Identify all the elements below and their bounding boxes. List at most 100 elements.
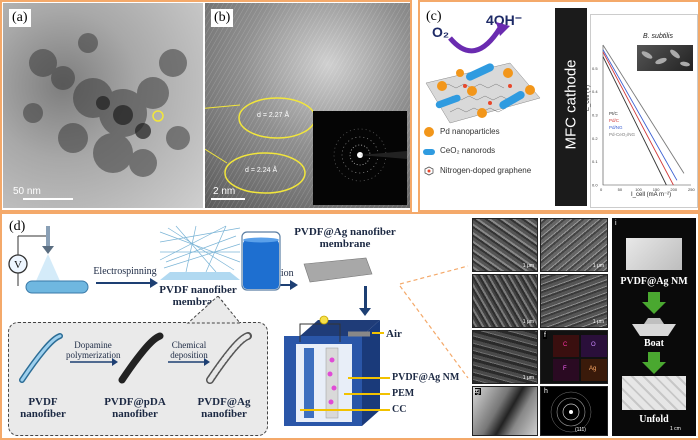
y-tick-5: 0.5: [592, 66, 598, 71]
arrow-1-head: [150, 278, 158, 288]
arrow-down-head: [359, 308, 371, 316]
scale-b: 2 nm: [213, 186, 236, 197]
fold-panel: i PVDF@Ag NM Boat Unfold 1 cm: [612, 218, 696, 436]
unfold-label: Unfold: [639, 414, 669, 425]
panel-b-label: (b): [211, 9, 234, 27]
cell-nm-label: PVDF@Ag NM: [392, 372, 460, 383]
cell-pem-label: PEM: [392, 388, 415, 399]
sem-image-3: 1 μm: [472, 274, 538, 328]
ring-label: (111): [575, 427, 586, 433]
series-legend-2: Pd/NG: [609, 125, 623, 130]
chart-area: Pt/C Pd/C Pd/NG Pd-CeO₂/NG 0 50 100 150 200 250 0.…: [585, 14, 698, 208]
boat-label: Boat: [644, 338, 664, 349]
saed-rings: [550, 391, 592, 433]
panel-d-frame: [0, 212, 700, 440]
sem-label-i: i: [615, 220, 617, 227]
diffraction-rings: [333, 128, 407, 182]
hrtem-image-b: (b) d = 2.27 Å d = 2.24 Å 2 nm: [205, 3, 410, 208]
sem-label-e: e: [474, 388, 478, 395]
x-tick-4: 200: [670, 187, 677, 192]
series-line-2: [602, 49, 678, 181]
panel-c-frame: [418, 0, 700, 212]
fuel-cell-schematic: [284, 315, 380, 426]
orange-dashed-pointers: [399, 265, 469, 379]
series-legend-0: Pt/C: [609, 111, 619, 116]
pvdf-membrane-icon: [159, 225, 241, 280]
fiber-ag-caption: PVDF@Ag nanofiber: [197, 396, 251, 420]
sem-label-f: f: [543, 332, 547, 339]
catalyst-schematic: [425, 22, 541, 124]
legend-ceo2: CeO₂ nanorods: [440, 146, 496, 155]
series-line-0: [602, 56, 667, 186]
series-line-1: [602, 51, 674, 186]
tem-particles-a: [23, 33, 190, 200]
fiber-pvdf-caption: PVDF nanofiber: [20, 396, 66, 420]
bacteria-cells: [641, 49, 690, 67]
sem-scale-4: 1 μm: [592, 319, 604, 325]
fold-title: PVDF@Ag NM: [620, 276, 688, 287]
cell-cc-label: CC: [392, 404, 407, 415]
tem-image-a: (a) 50 nm: [3, 3, 203, 208]
panel-d-label: (d): [6, 218, 29, 236]
sem-scale-2: 1 μm: [592, 263, 604, 269]
y-tick-1: 0.1: [592, 159, 598, 164]
air-arrow: [372, 332, 384, 334]
sem-image-2: 1 μm: [540, 218, 608, 272]
air-label: Air: [386, 328, 402, 340]
svg-text:V: V: [14, 259, 22, 271]
x-tick-2: 100: [635, 187, 642, 192]
fiber-transformations: [19, 332, 252, 384]
d-spacing-2: d = 2.24 Å: [245, 167, 278, 174]
y-tick-0: 0.0: [592, 183, 598, 188]
series-line-3: [602, 44, 685, 174]
bacteria-inset: [637, 45, 693, 71]
bacteria-label: B. subtilis: [643, 33, 673, 40]
cathode-label: MFC cathode: [562, 59, 580, 150]
eds-c-label: C: [563, 342, 568, 348]
legend-ng: Nitrogen-doped graphene: [440, 166, 532, 175]
beaker-icon: [241, 231, 281, 291]
eds-f: F: [553, 359, 579, 381]
tem-fiber: g: [472, 386, 538, 436]
oh-label: 4OH⁻: [486, 12, 523, 28]
o2-label: O₂: [432, 24, 450, 40]
panel-c-label: (c): [423, 8, 445, 26]
scale-a: 50 nm: [13, 186, 41, 197]
y-tick-3: 0.3: [592, 113, 598, 118]
saed-fiber: h (111): [540, 386, 608, 436]
sem-scale-3: 1 μm: [522, 319, 534, 325]
ag-membrane-icon: [303, 257, 373, 283]
boat-photo: [632, 318, 676, 336]
sem-image-4: 1 μm: [540, 274, 608, 328]
step-electrospinning: Electrospinning: [93, 266, 157, 277]
series-legend-1: Pd/C: [609, 118, 620, 123]
x-tick-1: 50: [618, 187, 623, 192]
green-arrow-1: [642, 292, 666, 314]
step-chemical: Chemical deposition: [170, 340, 208, 360]
x-tick-5: 250: [688, 187, 695, 192]
x-tick-0: 0: [600, 187, 603, 192]
eds-ag: Ag: [581, 359, 607, 381]
step-dopamine: Dopamine polymerization: [66, 340, 121, 360]
x-tick-3: 150: [653, 187, 660, 192]
sem-image-5: 1 μm: [472, 330, 538, 384]
y-tick-2: 0.2: [592, 136, 598, 141]
legend-pd: Pd nanoparticles: [440, 127, 500, 136]
eds-maps: f C O F Ag: [540, 330, 608, 384]
sem-label-h: h: [543, 388, 549, 395]
unfold-photo: [622, 376, 686, 410]
fold-scale: 1 cm: [670, 426, 681, 432]
series-legend-3: Pd-CeO₂/NG: [609, 132, 636, 137]
d-spacing-1: d = 2.27 Å: [257, 112, 290, 119]
chart-xlabel: I_cell (mA m⁻²): [631, 192, 672, 198]
ag-membrane-caption: PVDF@Ag nanofiber membrane: [294, 226, 396, 250]
callout-wedge: [186, 296, 240, 324]
pem-arrow: [344, 393, 390, 395]
arrow-1: [96, 282, 152, 284]
electrospinning-setup: V: [8, 226, 89, 294]
cathode-bar: MFC cathode: [555, 8, 587, 206]
fiber-process-box: [8, 322, 268, 436]
panel-a-label: (a): [9, 9, 31, 27]
green-arrow-2: [642, 352, 666, 374]
panel-ab-frame: [0, 0, 412, 212]
